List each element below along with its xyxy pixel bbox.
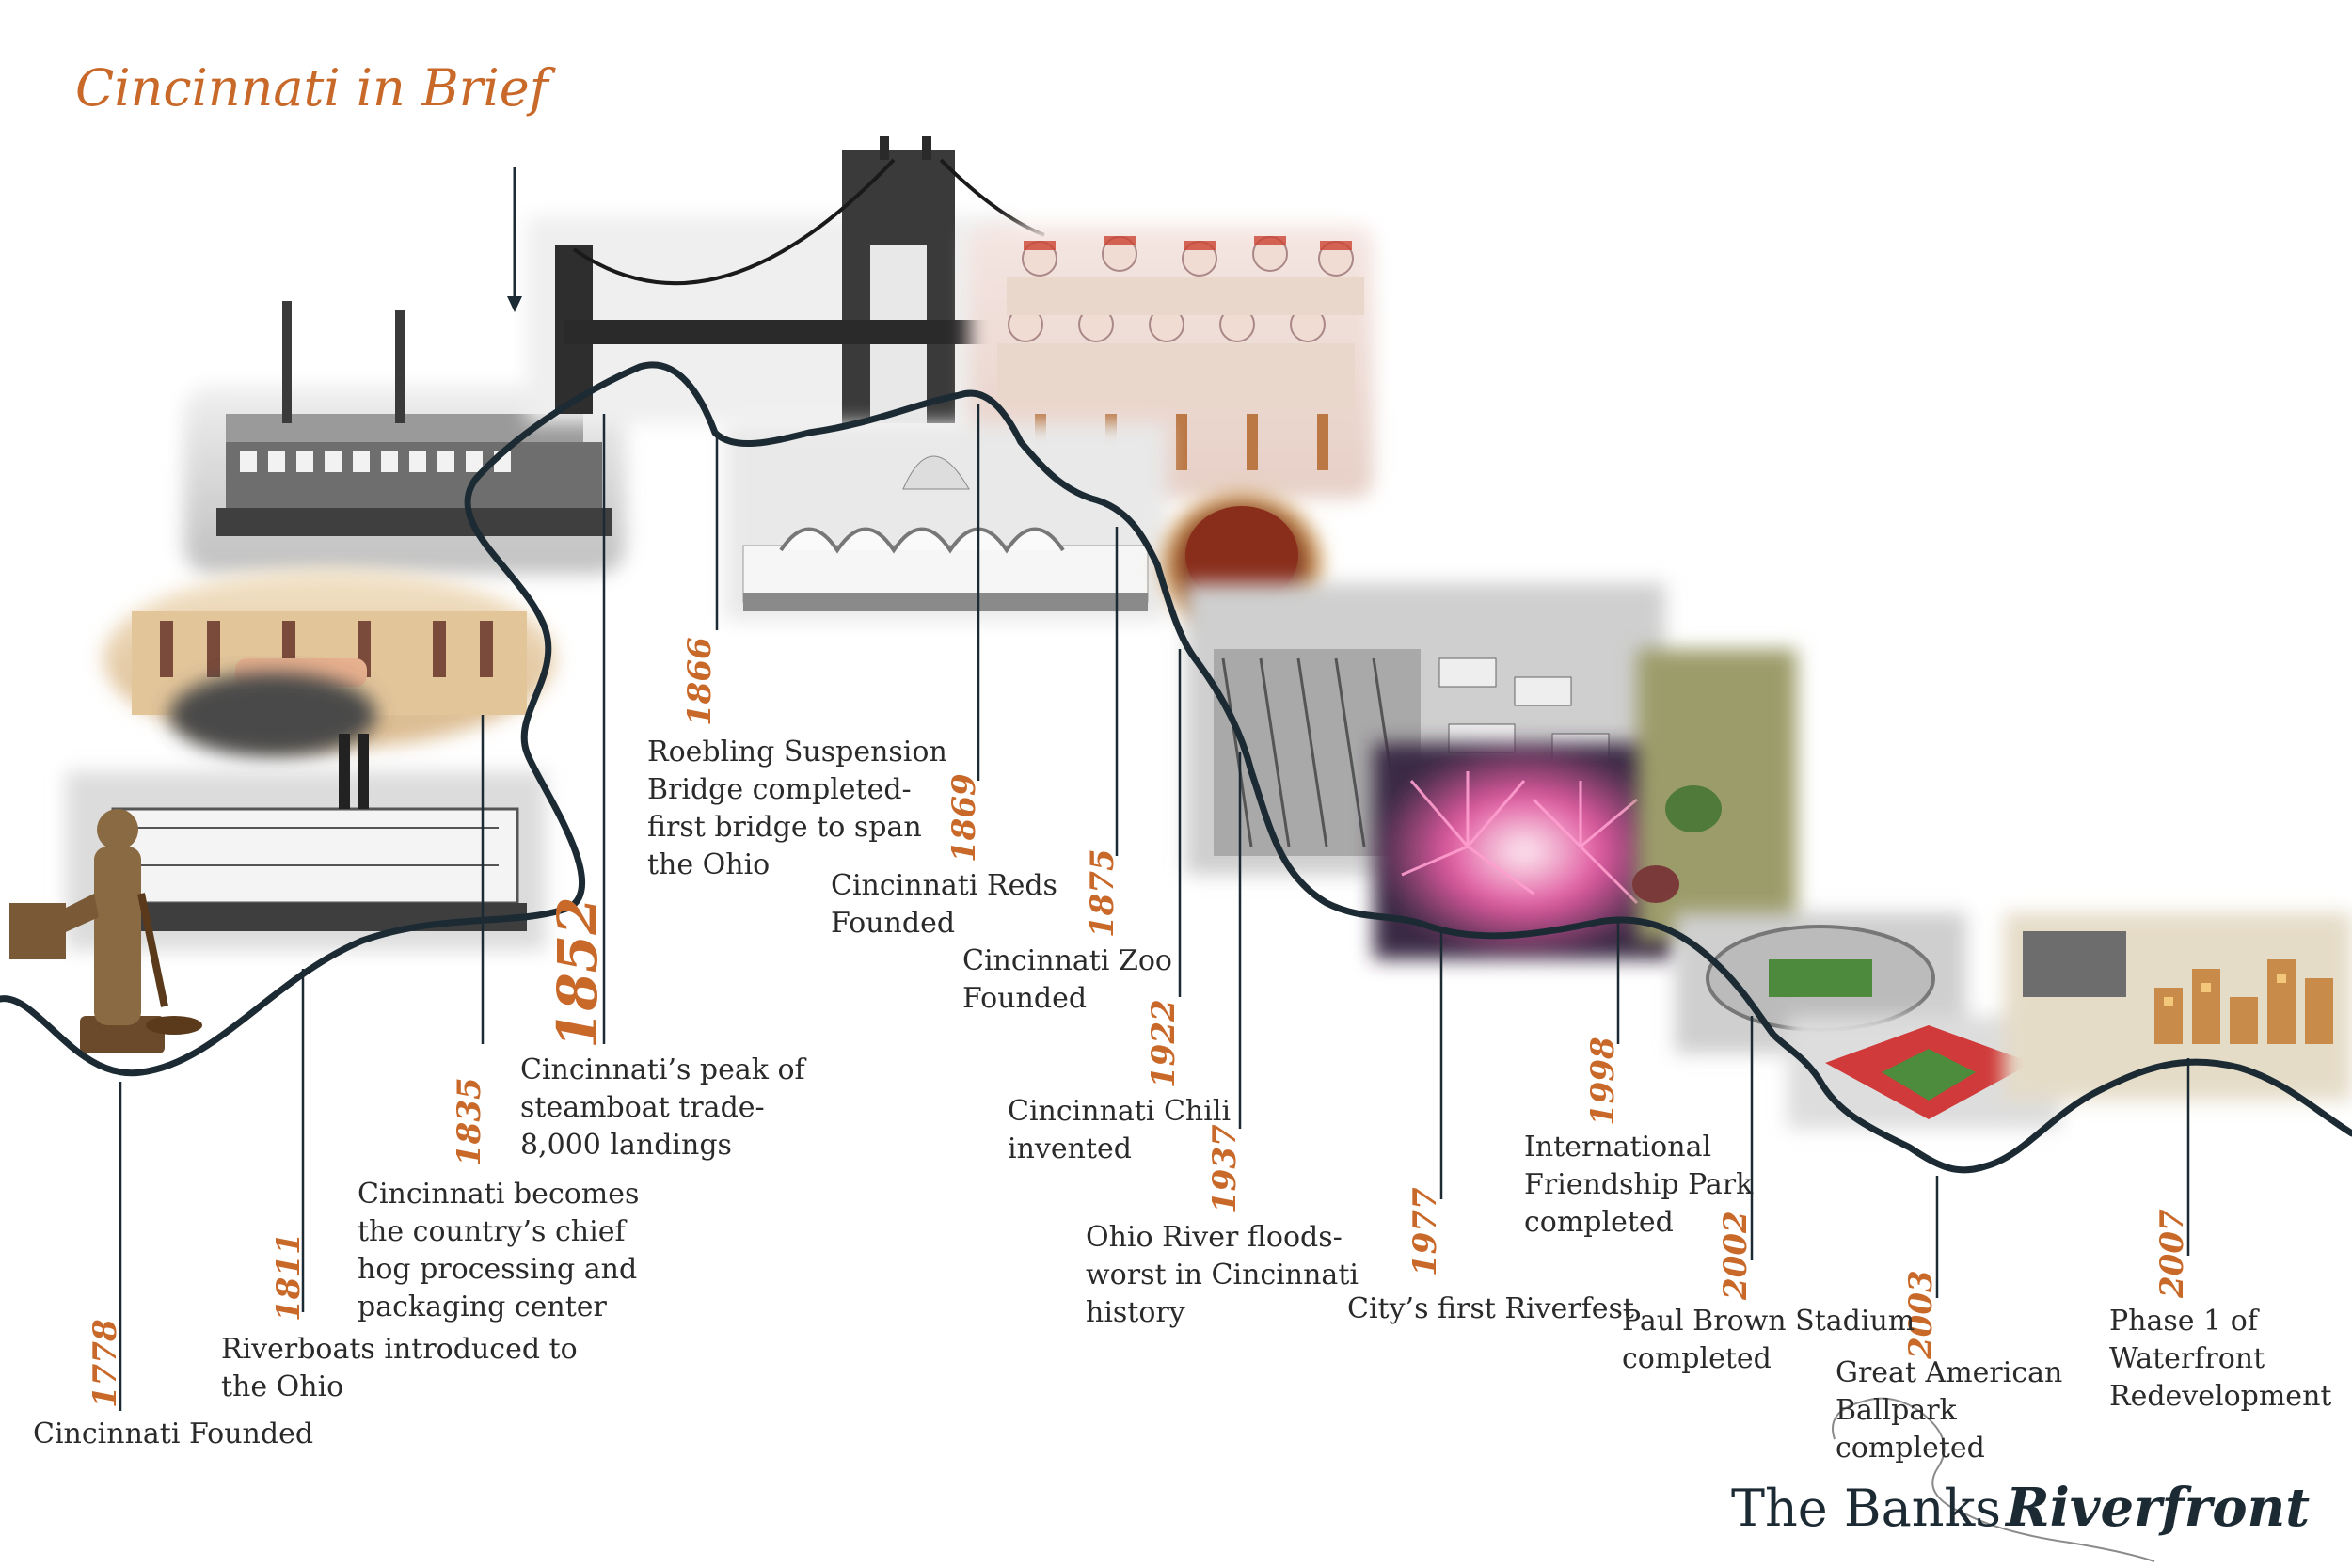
friendship-park-image (1632, 649, 1797, 941)
event-2002-text: Paul Brown Stadium completed (1622, 1305, 1915, 1375)
year-1875: 1875 (1084, 848, 1121, 938)
event-1852-text: Cincinnati’s peak of steamboat trade- 8,… (520, 1053, 805, 1162)
year-1852: 1852 (546, 896, 610, 1049)
event-1922-text: Cincinnati Chili invented (1008, 1095, 1232, 1165)
riverboat-dock-image (183, 301, 626, 574)
year-2007: 2007 (2153, 1209, 2191, 1298)
founder-statue-image (9, 809, 202, 1053)
brand-riverfront: Riverfront (2006, 1477, 2311, 1539)
event-1977-text: City’s first Riverfest (1347, 1292, 1634, 1325)
year-1811: 1811 (270, 1232, 308, 1322)
event-1998-text: International Friendship Park completed (1524, 1131, 1754, 1239)
event-1937-text: Ohio River floods- worst in Cincinnati h… (1086, 1221, 1359, 1329)
event-2003-text: Great American Ballpark completed (1836, 1356, 2063, 1465)
event-1835-text: Cincinnati becomes the country’s chief h… (358, 1178, 640, 1323)
ohio-river-line (0, 361, 2352, 1174)
waterfront-city-image (2004, 912, 2352, 1101)
suspension-bridge-image (527, 136, 1045, 423)
event-1811-text: Riverboats introduced to the Ohio (221, 1333, 578, 1403)
zoo-building-image (724, 423, 1167, 621)
year-1778: 1778 (87, 1319, 124, 1408)
event-1866-text: Roebling Suspension Bridge completed- fi… (647, 736, 947, 881)
page-title: Cincinnati in Brief (75, 58, 548, 118)
event-1778-text: Cincinnati Founded (33, 1418, 314, 1450)
event-ticks (119, 404, 2190, 1411)
brand-logo: The Banks Riverfront (1731, 1477, 2310, 1539)
year-1977: 1977 (1406, 1187, 1444, 1276)
year-1869: 1869 (946, 773, 983, 863)
pointer-arrow (507, 167, 522, 312)
year-1998: 1998 (1584, 1037, 1622, 1126)
fireworks-image (1374, 743, 1675, 959)
year-1835: 1835 (451, 1077, 488, 1166)
map-trace (1832, 1397, 2155, 1562)
year-1866: 1866 (681, 637, 719, 726)
event-1869-text: Cincinnati Reds Founded (831, 869, 1057, 940)
event-2007-text: Phase 1 of Waterfront Redevelopment (2109, 1305, 2332, 1413)
event-1875-text: Cincinnati Zoo Founded (962, 944, 1172, 1015)
brand-the-banks: The Banks (1731, 1479, 2002, 1538)
